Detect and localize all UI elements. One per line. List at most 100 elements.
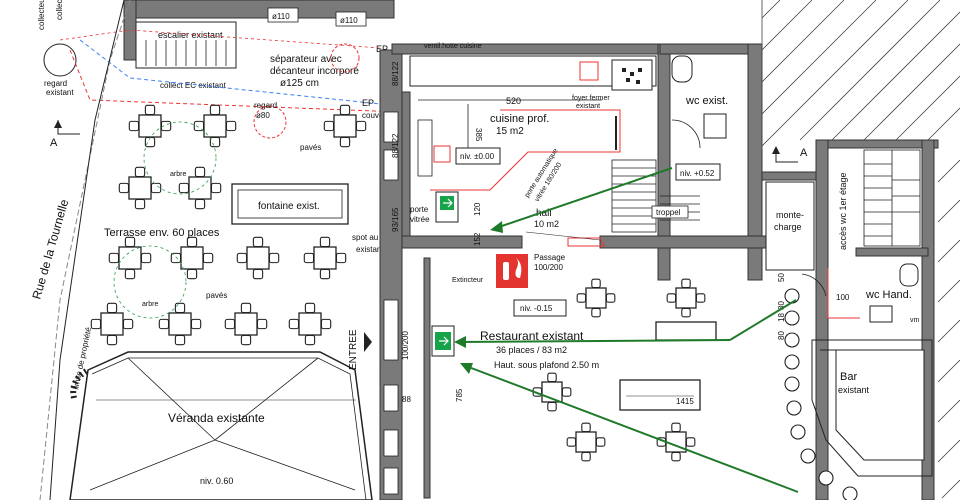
north-a1-label: A [50,137,58,149]
cuisine-label: cuisine prof. [490,113,549,125]
north-arrow-head-2 [772,146,780,154]
chair [288,318,300,330]
chair [122,318,134,330]
collect-ec-label: collect EC existant [160,81,227,90]
chair [209,104,221,116]
table [128,176,152,200]
ep1-label: EP [376,44,388,54]
monte-label-2: charge [774,222,802,232]
chair [666,293,677,303]
chair [304,302,316,314]
table-with-chairs [158,302,202,346]
regard-circle [43,43,77,77]
bar-stool [786,400,802,416]
table-with-chairs [108,236,152,280]
chair [304,334,316,346]
haut-label: Haut. sous plafond 2.50 m [494,360,599,370]
building-walls [379,43,939,500]
separator-circle [330,43,360,73]
niv-bottom-label: niv. 0.60 [200,476,233,486]
niv000-label: niv. ±0.00 [460,152,495,161]
dim-1415: 1415 [676,397,694,406]
chair [124,268,136,280]
separateur-label-1: séparateur avec [270,54,342,65]
wc-hand-label: wc Hand. [865,289,912,301]
chair [671,422,681,433]
red-pipe [69,49,401,113]
bar-stool [784,310,800,326]
chair [194,198,206,210]
chair [124,236,136,248]
restaurant: niv. -0.15 Restaurant existant 36 places… [348,278,717,462]
table [100,312,124,336]
chair [319,236,331,248]
north-arrow-a2 [775,150,798,163]
fontaine-label: fontaine exist. [258,201,320,212]
bar-stool [818,470,834,486]
bar-stool [784,354,800,370]
table-with-chairs [656,422,696,462]
fontaine [231,183,349,225]
table [585,287,607,309]
property-boundary [39,0,131,500]
veranda-label: Véranda existante [168,411,265,425]
chair [240,302,252,314]
niv052-label: niv. +0.52 [680,169,715,178]
regard80-label-1: regard [254,101,277,110]
table [298,312,322,336]
paves2-label: pavés [206,291,227,300]
collecteur-label: collecteur [37,0,46,30]
chair [591,307,601,318]
hatched-neighbor [761,0,960,499]
chair [106,334,118,346]
chair [193,120,205,132]
ventil-label: ventil.hotte cuisine [424,43,482,50]
chair [186,236,198,248]
evacuation-arrows [454,167,799,493]
dim-88-122-a: 88/122 [391,61,400,86]
chair [566,437,577,447]
entree-label: ENTREE [348,329,359,370]
porte-vitree-label-2: vitrée [410,215,430,224]
bar-label-2: existant [838,385,870,395]
chair [339,104,351,116]
table-with-chairs [666,278,706,318]
bar-stool [790,424,806,440]
entree-arrow-icon [364,332,372,352]
dim-50: 50 [777,273,786,282]
terrace-tables [90,104,367,346]
upper-stairs [863,149,921,247]
niv015-label: niv. -0.15 [520,304,553,313]
collector-area: collecteur collect regard existant A [37,0,80,149]
restaurant-tables [532,278,706,462]
separateur-label-2: décanteur incorporé [270,66,359,77]
chair [355,120,367,132]
regard-existant-label-1: regard [44,79,67,88]
north-a2-label: A [800,147,808,159]
table-with-chairs [236,236,280,280]
pipe-110-b [335,11,367,27]
chair [319,268,331,280]
chair [695,293,706,303]
table-with-chairs [224,302,268,346]
spot-label-1: spot au sol [352,233,391,242]
pipe-110-a [267,7,299,23]
extincteur-label: Extincteur [452,277,484,284]
table [138,114,162,138]
hall-m2-label: 10 m2 [534,219,559,229]
table [118,246,142,270]
pipe-110-a-label: ø110 [272,12,290,21]
table-with-chairs [178,166,222,210]
chair [595,437,606,447]
stairs [611,159,700,233]
passage: Passage 100/200 Extincteur [452,253,566,288]
table [180,246,204,270]
dim-152: 152 [473,232,482,246]
chair [681,307,691,318]
table [203,114,227,138]
chair [134,198,146,210]
table-with-chairs [303,236,347,280]
table-with-chairs [90,302,134,346]
dim-80: 80 [777,301,786,310]
